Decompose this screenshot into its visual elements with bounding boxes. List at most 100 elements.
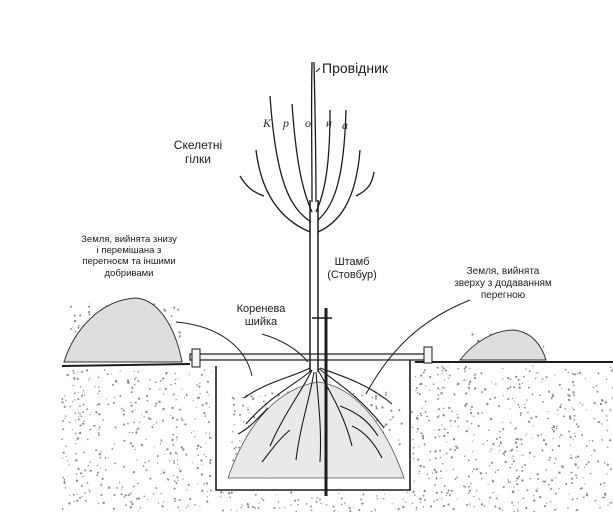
soil-dot (551, 428, 554, 431)
soil-dot (84, 492, 86, 494)
soil-dot (70, 328, 72, 330)
soil-dot (83, 394, 86, 396)
soil-dot (593, 401, 596, 405)
soil-dot (525, 368, 527, 370)
soil-dot (456, 413, 458, 416)
soil-dot (160, 473, 162, 475)
soil-dot (177, 479, 179, 481)
soil-dot (603, 461, 606, 464)
soil-dot (544, 443, 548, 446)
soil-dot (438, 415, 440, 417)
soil-dot (426, 473, 429, 475)
soil-dot (447, 377, 450, 379)
soil-dot (558, 383, 561, 386)
soil-dot (183, 396, 186, 399)
soil-dot (65, 455, 67, 458)
soil-dot (431, 472, 434, 474)
soil-dot (149, 477, 152, 480)
soil-dot (161, 505, 164, 508)
soil-dot (89, 469, 92, 472)
soil-dot (68, 421, 71, 424)
soil-dot (89, 377, 91, 379)
soil-dot (492, 491, 494, 494)
soil-dot (575, 477, 578, 479)
soil-dot (509, 408, 511, 410)
soil-dot (166, 478, 168, 480)
soil-dot (384, 393, 387, 396)
soil-dot (511, 397, 513, 400)
soil-dot (84, 499, 87, 502)
soil-dot (486, 403, 489, 406)
soil-dot (470, 412, 473, 415)
soil-dot (496, 469, 499, 471)
soil-dot (494, 471, 497, 473)
soil-dot (241, 504, 243, 507)
soil-dot (513, 486, 515, 488)
soil-dot (472, 415, 475, 417)
soil-dot (593, 449, 596, 452)
soil-dot (193, 430, 195, 432)
soil-dot (199, 383, 201, 385)
soil-dot (174, 378, 177, 381)
soil-dot (447, 365, 449, 367)
soil-dot (94, 424, 97, 426)
soil-dot (196, 466, 200, 470)
soil-dot (570, 454, 572, 456)
soil-dot (186, 489, 188, 491)
soil-dot (436, 416, 439, 419)
soil-dot (506, 387, 509, 390)
soil-dot (102, 501, 105, 505)
soil-dot (392, 416, 394, 419)
soil-dot (474, 387, 477, 390)
soil-dot (602, 496, 605, 499)
soil-dot (96, 474, 98, 476)
soil-dot (129, 492, 132, 495)
soil-dot (518, 386, 521, 389)
soil-dot (191, 432, 193, 434)
soil-dot (340, 503, 343, 506)
soil-dot (585, 445, 588, 447)
soil-dot (155, 487, 158, 489)
soil-dot (438, 428, 441, 431)
soil-dot (489, 496, 492, 499)
soil-dot (447, 489, 450, 492)
soil-dot (88, 303, 90, 305)
soil-dot (405, 501, 407, 503)
soil-dot (412, 490, 415, 493)
soil-dot (361, 502, 364, 505)
soil-dot (542, 345, 545, 348)
soil-dot (498, 444, 501, 447)
soil-dot (94, 386, 96, 388)
soil-dot (338, 492, 340, 494)
soil-dot (610, 501, 613, 504)
soil-dot (159, 442, 162, 445)
soil-dot (383, 425, 386, 428)
soil-dot (536, 473, 539, 476)
soil-dot (443, 387, 445, 389)
soil-dot (603, 485, 605, 487)
soil-dot (73, 319, 77, 323)
soil-dot (135, 449, 137, 451)
soil-dot (533, 499, 536, 502)
label-leader: Провідник (322, 60, 389, 76)
soil-dot (527, 420, 531, 423)
soil-dot (550, 487, 552, 490)
soil-dot (583, 496, 585, 499)
soil-dot (155, 421, 158, 424)
soil-dot (507, 481, 510, 483)
soil-dot (436, 366, 439, 369)
soil-dot (72, 400, 74, 403)
soil-dot (413, 480, 415, 482)
soil-dot (592, 386, 595, 389)
soil-dot (97, 502, 100, 505)
soil-dot (164, 453, 166, 456)
soil-dot (525, 506, 528, 509)
soil-dot (489, 417, 493, 421)
soil-dot (187, 483, 190, 486)
soil-dot (504, 450, 507, 453)
soil-dot (113, 493, 116, 497)
soil-dot (442, 462, 444, 465)
soil-dot (564, 408, 567, 410)
soil-dot (236, 510, 238, 512)
soil-dot (426, 415, 428, 418)
